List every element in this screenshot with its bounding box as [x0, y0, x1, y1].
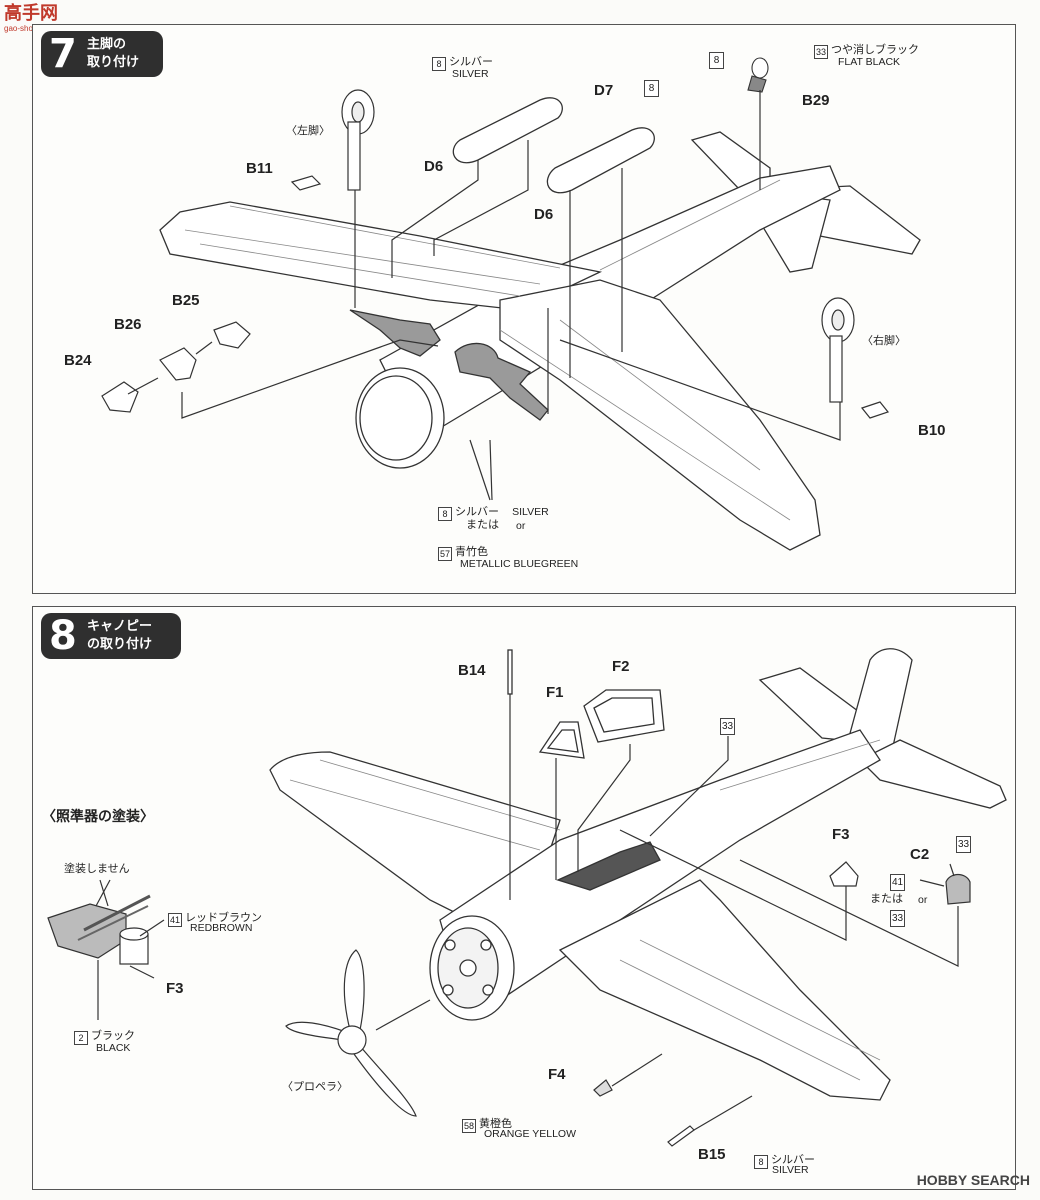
b11-cover: [290, 175, 322, 191]
left-wing: [159, 201, 603, 311]
b29-color-code: 8: [709, 52, 724, 69]
near-wing: [558, 879, 891, 1101]
b26-part: [159, 347, 197, 381]
left-wheel-well: [349, 309, 441, 357]
right-leg-label: 〈右脚〉: [862, 334, 906, 347]
redbrown-en: REDBROWN: [190, 922, 253, 934]
part-f3-right-label: F3: [832, 826, 850, 843]
silver-en-top: SILVER: [452, 68, 489, 80]
part-b15-label: B15: [698, 1146, 726, 1163]
part-d6-label-2: D6: [534, 206, 554, 223]
drop-tank-d6-right: [546, 127, 655, 194]
left-strut: [347, 121, 361, 191]
site-logo: 高手网 gao-shou.com: [4, 3, 58, 34]
part-d7-label: D7: [594, 82, 614, 99]
c2-part: [945, 873, 971, 905]
b25-part: [213, 321, 251, 349]
orange-en: ORANGE YELLOW: [484, 1128, 576, 1140]
watermark: HOBBY SEARCH: [916, 1172, 1030, 1188]
canopy-color-code: 33: [720, 718, 735, 735]
drop-tank-d6-left: [452, 97, 563, 164]
part-b11-label: B11: [246, 160, 273, 177]
bluegreen-en: METALLIC BLUEGREEN: [460, 558, 579, 570]
propeller-spinner: [337, 1025, 367, 1055]
or-en-8: or: [918, 894, 928, 906]
or-en-7: or: [516, 520, 526, 532]
left-leg-label: 〈左脚〉: [286, 124, 330, 137]
step-7-badge: 7 主脚の 取り付け: [41, 31, 163, 77]
step-number: 7: [49, 31, 77, 77]
b15-part: [667, 1125, 695, 1147]
or-jp-7: または: [466, 518, 499, 531]
step-title: 主脚の 取り付け: [87, 37, 140, 70]
b24-part: [101, 381, 139, 413]
f3-part-right: [829, 861, 859, 887]
antenna-b14: [507, 649, 513, 695]
c2-color-top: 33: [956, 836, 971, 853]
black-en: BLACK: [96, 1042, 131, 1054]
part-f1-label: F1: [546, 684, 564, 701]
flat-black-en: FLAT BLACK: [838, 56, 901, 68]
gunsight-base: [47, 903, 127, 959]
tail-right-stabilizer-8: [858, 739, 1007, 809]
part-d6-label-1: D6: [424, 158, 444, 175]
right-wheel-well: [454, 342, 549, 421]
canopy-f1: [538, 721, 585, 759]
propeller-label: 〈プロペラ〉: [282, 1080, 348, 1093]
part-b10-label: B10: [918, 422, 946, 439]
gunsight-section-title: 〈照準器の塗装〉: [42, 809, 154, 825]
f4-part: [593, 1079, 613, 1097]
step-8-badge: 8 キャノピー の取り付け: [41, 613, 181, 659]
step-number: 8: [49, 613, 77, 659]
step-title: キャノピー の取り付け: [87, 619, 153, 652]
part-b24-label: B24: [64, 352, 92, 369]
part-b26-label: B26: [114, 316, 142, 333]
part-f3-inset-label: F3: [166, 980, 184, 997]
part-f4-label: F4: [548, 1066, 566, 1083]
no-paint-label: 塗装しません: [64, 862, 130, 875]
right-strut: [829, 335, 843, 403]
c2-alt-code1: 41: [890, 874, 905, 891]
part-b25-label: B25: [172, 292, 200, 309]
c2-alt-code2: 33: [890, 910, 905, 927]
part-b14-label: B14: [458, 662, 486, 679]
part-f2-label: F2: [612, 658, 630, 675]
or-jp-8: または: [870, 892, 903, 905]
part-b29-label: B29: [802, 92, 830, 109]
d7-color-code: 8: [644, 80, 659, 97]
silver-en-8: SILVER: [772, 1164, 809, 1176]
canopy-frame: [556, 841, 661, 891]
part-c2-label: C2: [910, 846, 930, 863]
propeller-blade-2: [285, 1021, 347, 1041]
propeller-blade-3: [353, 1045, 417, 1117]
step-7-diagram: [101, 57, 921, 551]
propeller-blade-1: [343, 949, 365, 1031]
b10-cover: [860, 401, 890, 419]
